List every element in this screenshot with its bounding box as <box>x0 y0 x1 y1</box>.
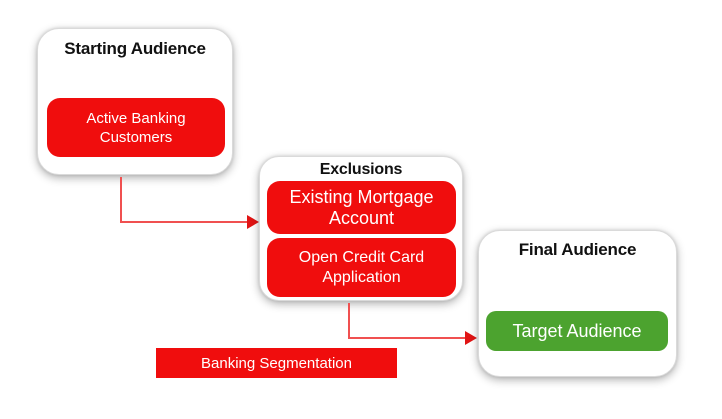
final-audience-box: Final Audience Target Audience <box>478 230 677 377</box>
open-credit-card-application-pill: Open Credit Card Application <box>267 238 456 297</box>
arrow-line-horizontal <box>120 221 248 223</box>
active-banking-customers-pill: Active Banking Customers <box>47 98 225 157</box>
open-credit-card-application-line1: Open Credit Card <box>298 248 425 266</box>
existing-mortgage-account-line1: Existing Mortgage <box>289 186 434 207</box>
arrow-line-vertical <box>120 177 122 223</box>
target-audience-pill: Target Audience <box>486 311 668 351</box>
arrow-head-icon <box>465 331 477 345</box>
arrow-line-vertical <box>348 303 350 339</box>
existing-mortgage-account-pill: Existing Mortgage Account <box>267 181 456 234</box>
final-audience-title: Final Audience <box>518 240 637 259</box>
starting-audience-box: Starting Audience Active Banking Custome… <box>37 28 233 175</box>
open-credit-card-application-line2: Application <box>322 268 401 286</box>
arrow-line-horizontal <box>348 337 466 339</box>
target-audience-label: Target Audience <box>512 320 642 341</box>
exclusions-title: Exclusions <box>319 161 403 178</box>
starting-audience-title: Starting Audience <box>64 39 206 58</box>
active-banking-customers-line2: Customers <box>99 128 173 146</box>
banking-segmentation-label: Banking Segmentation <box>156 348 397 378</box>
active-banking-customers-line1: Active Banking <box>86 109 186 127</box>
exclusions-box: Exclusions Existing Mortgage Account Ope… <box>259 156 463 301</box>
existing-mortgage-account-line2: Account <box>328 207 395 228</box>
arrow-head-icon <box>247 215 259 229</box>
